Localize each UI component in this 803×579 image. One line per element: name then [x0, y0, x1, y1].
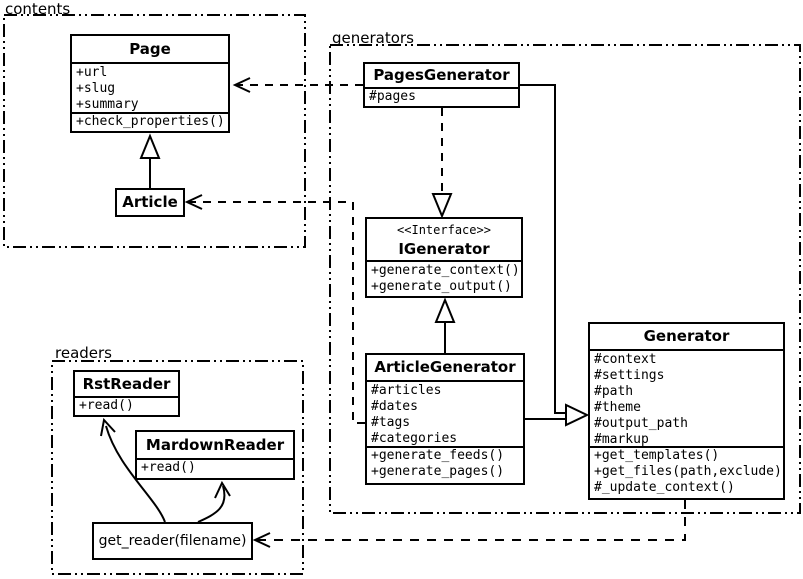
method: +get_templates() [594, 448, 720, 463]
arrow-open-rstreader [100, 417, 116, 437]
class-article-name: Article [122, 193, 178, 211]
attribute: #pages [369, 89, 416, 104]
class-generator-name: Generator [643, 327, 730, 345]
class-igenerator-name: IGenerator [398, 240, 490, 258]
class-article: Article [115, 188, 185, 217]
class-pagesgenerator-name: PagesGenerator [373, 66, 510, 84]
class-pagesgenerator-attributes: #pages [365, 87, 518, 106]
edge-getreader-markdownreader [197, 485, 226, 523]
class-articlegenerator-attributes: #articles #dates #tags #categories [367, 380, 523, 446]
function-get-reader-label: get_reader(filename) [98, 533, 247, 549]
class-page: Page +url +slug +summary +check_properti… [70, 34, 230, 133]
class-igenerator-methods: +generate_context() +generate_output() [367, 260, 521, 296]
package-generators-border [329, 44, 801, 514]
method: +generate_output() [371, 279, 512, 294]
attribute: +url [76, 65, 108, 80]
arrow-triangle-generator [565, 403, 590, 427]
class-igenerator: <<Interface>> IGenerator +generate_conte… [365, 217, 523, 298]
class-page-methods: +check_properties() [72, 112, 228, 131]
attribute: #path [594, 384, 634, 399]
class-pagesgenerator: PagesGenerator #pages [363, 62, 520, 108]
class-markdownreader-methods: +read() [137, 458, 293, 476]
method: +read() [79, 398, 134, 413]
arrow-triangle-igenerator-top [431, 193, 453, 219]
arrow-open-page [232, 77, 251, 93]
function-get-reader: get_reader(filename) [92, 522, 253, 560]
attribute: +slug [76, 81, 116, 96]
class-generator: Generator #context #settings #path #them… [588, 322, 785, 500]
class-page-name: Page [129, 40, 171, 58]
arrow-open-markdownreader [214, 480, 231, 499]
class-articlegenerator-methods: +generate_feeds() +generate_pages() [367, 446, 523, 481]
attribute: #tags [371, 415, 411, 430]
class-markdownreader: MardownReader +read() [135, 430, 295, 480]
arrow-triangle-page [139, 133, 161, 159]
edge-articlegenerator-article [189, 201, 365, 424]
class-page-attributes: +url +slug +summary [72, 62, 228, 112]
arrow-open-article [184, 194, 203, 210]
package-label-readers: readers [55, 344, 112, 362]
method: #_update_context() [594, 480, 735, 494]
attribute: #context [594, 352, 657, 367]
attribute: #markup [594, 432, 649, 446]
attribute: #output_path [594, 416, 688, 431]
package-readers-border [51, 360, 304, 575]
package-contents-border [3, 14, 306, 248]
class-igenerator-stereotype: <<Interface>> [397, 223, 491, 237]
edge-getreader-rstreader [105, 425, 166, 523]
method: +generate_feeds() [371, 448, 505, 463]
class-generator-attributes: #context #settings #path #theme #output_… [590, 349, 783, 446]
arrow-triangle-igenerator-bottom [434, 297, 456, 323]
class-igenerator-header: <<Interface>> IGenerator [367, 219, 521, 260]
class-rstreader: RstReader +read() [73, 370, 180, 417]
attribute: +summary [76, 97, 139, 112]
package-label-generators: generators [332, 29, 414, 47]
attribute: #settings [594, 368, 665, 383]
edge-pagesgenerator-generator [520, 84, 566, 414]
class-rstreader-methods: +read() [75, 396, 178, 413]
method: +read() [141, 460, 196, 475]
method: +generate_context() [371, 263, 520, 278]
class-articlegenerator: ArticleGenerator #articles #dates #tags … [365, 353, 525, 485]
method: +get_files(path,exclude) [594, 464, 782, 479]
method: +generate_pages() [371, 464, 505, 479]
class-articlegenerator-name: ArticleGenerator [374, 358, 516, 376]
package-label-contents: contents [5, 0, 71, 18]
attribute: #articles [371, 383, 442, 398]
class-markdownreader-name: MardownReader [145, 436, 285, 454]
class-rstreader-name: RstReader [82, 375, 171, 393]
attribute: #theme [594, 400, 641, 415]
attribute: #categories [371, 431, 458, 446]
edge-generator-getreader [257, 500, 686, 541]
method: +check_properties() [76, 114, 225, 129]
attribute: #dates [371, 399, 418, 414]
class-generator-methods: +get_templates() +get_files(path,exclude… [590, 446, 783, 494]
arrow-open-getreader [252, 532, 271, 548]
